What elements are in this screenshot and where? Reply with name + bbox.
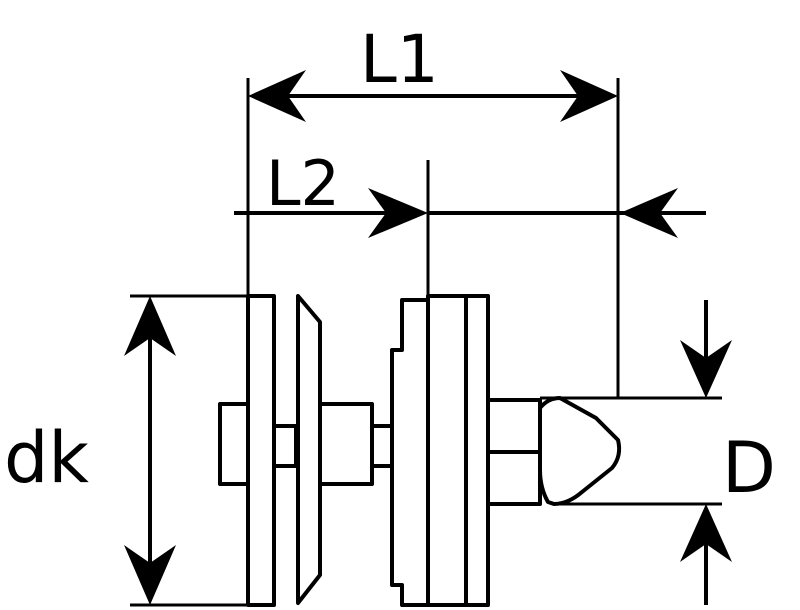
part-outline — [218, 294, 622, 607]
label-d: D — [722, 427, 776, 509]
dimension-dk — [124, 294, 248, 607]
label-l1: L1 — [360, 21, 439, 98]
label-dk: dk — [4, 417, 89, 499]
label-l2: L2 — [266, 147, 340, 220]
dimension-l2 — [234, 160, 706, 298]
dimension-d — [540, 300, 732, 605]
dimension-l1 — [246, 70, 620, 398]
